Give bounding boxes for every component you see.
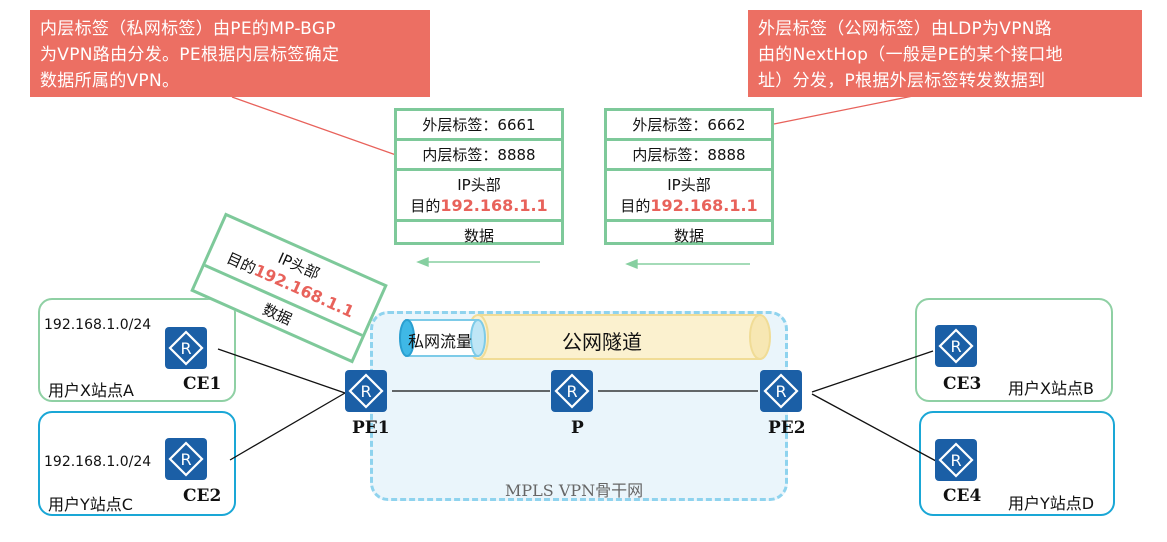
packet-right-outer-label: 外层标签：6662 [607, 111, 771, 141]
packet-right-dest: 目的192.168.1.1 [607, 195, 771, 216]
site-a-name: 用户X站点A [48, 381, 134, 400]
private-flow-pipe [399, 319, 486, 357]
svg-text:R: R [566, 382, 577, 401]
device-label-ce2: CE2 [183, 486, 222, 506]
router-icon: R [168, 441, 204, 477]
packet-left-dest-prefix: 目的 [410, 197, 441, 215]
device-label-pe2: PE2 [768, 418, 806, 438]
link-ce1-pe1 [217, 348, 346, 394]
router-pe1[interactable]: R [345, 370, 387, 412]
packet-right-inner-label: 内层标签：8888 [607, 141, 771, 171]
device-label-pe1: PE1 [352, 418, 390, 438]
svg-text:R: R [950, 337, 961, 356]
packet-right-dest-ip: 192.168.1.1 [650, 196, 758, 215]
packet-right-dest-prefix: 目的 [620, 197, 651, 215]
packet-left-ip-title: IP头部 [457, 176, 501, 194]
router-ce4[interactable]: R [935, 439, 977, 481]
svg-text:R: R [950, 451, 961, 470]
callout-left-line-2: 为VPN路由分发。PE根据内层标签确定 [40, 45, 340, 65]
tunnel-label: 公网隧道 [562, 330, 642, 354]
router-icon: R [763, 373, 799, 409]
site-d-name: 用户Y站点D [1008, 494, 1095, 513]
packet-right: 外层标签：6662 内层标签：8888 IP头部 目的192.168.1.1 数… [604, 108, 774, 245]
link-pe2-ce4 [811, 393, 937, 462]
packet-left-data: 数据 [463, 226, 494, 245]
device-label-ce3: CE3 [943, 374, 982, 394]
callout-left-line-3: 数据所属的VPN。 [40, 71, 180, 91]
link-ce2-pe1 [229, 392, 346, 461]
svg-text:R: R [360, 382, 371, 401]
link-pe2-ce3 [811, 350, 934, 393]
router-ce1[interactable]: R [165, 327, 207, 369]
flow-arrow-left [416, 256, 540, 268]
packet-left-inner-label: 内层标签：8888 [397, 141, 561, 171]
callout-right-line-3: 址）分发，P根据外层标签转发数据到 [758, 71, 1046, 91]
router-icon: R [938, 328, 974, 364]
router-icon: R [168, 330, 204, 366]
router-p[interactable]: R [551, 370, 593, 412]
router-ce3[interactable]: R [935, 325, 977, 367]
packet-left: 外层标签：6661 内层标签：8888 IP头部 目的192.168.1.1 数… [394, 108, 564, 245]
packet-left-outer-label: 外层标签：6661 [397, 111, 561, 141]
router-ce2[interactable]: R [165, 438, 207, 480]
packet-left-dest: 目的192.168.1.1 [397, 195, 561, 216]
svg-text:R: R [180, 450, 191, 469]
router-pe2[interactable]: R [760, 370, 802, 412]
router-icon: R [348, 373, 384, 409]
site-a-subnet: 192.168.1.0/24 [44, 317, 152, 333]
callout-left-line-1: 内层标签（私网标签）由PE的MP-BGP [40, 19, 336, 39]
packet-right-ip-title: IP头部 [667, 176, 711, 194]
backbone-name: MPLS VPN骨干网 [505, 481, 644, 500]
packet-right-data: 数据 [673, 226, 704, 245]
site-c-subnet: 192.168.1.0/24 [44, 454, 152, 470]
callout-right-line-2: 由的NextHop（一般是PE的某个接口地 [758, 45, 1063, 65]
svg-text:R: R [180, 339, 191, 358]
callout-outer-label: 外层标签（公网标签）由LDP为VPN路 由的NextHop（一般是PE的某个接口… [748, 10, 1142, 97]
site-b-name: 用户X站点B [1008, 379, 1094, 398]
svg-text:R: R [775, 382, 786, 401]
callout-right-line-1: 外层标签（公网标签）由LDP为VPN路 [758, 19, 1053, 39]
packet-left-dest-ip: 192.168.1.1 [440, 196, 548, 215]
router-icon: R [554, 373, 590, 409]
site-c-name: 用户Y站点C [48, 495, 133, 514]
flow-arrow-right [625, 258, 750, 270]
router-icon: R [938, 442, 974, 478]
packet-left-ip-header: IP头部 目的192.168.1.1 [397, 171, 561, 222]
packet-right-ip-header: IP头部 目的192.168.1.1 [607, 171, 771, 222]
private-flow-label: 私网流量 [408, 332, 473, 351]
callout-left-pointer [231, 96, 397, 156]
device-label-ce1: CE1 [183, 374, 222, 394]
device-label-p: P [571, 418, 584, 438]
callout-inner-label: 内层标签（私网标签）由PE的MP-BGP 为VPN路由分发。PE根据内层标签确定… [30, 10, 430, 97]
callout-right-pointer [773, 95, 914, 125]
device-label-ce4: CE4 [943, 486, 982, 506]
